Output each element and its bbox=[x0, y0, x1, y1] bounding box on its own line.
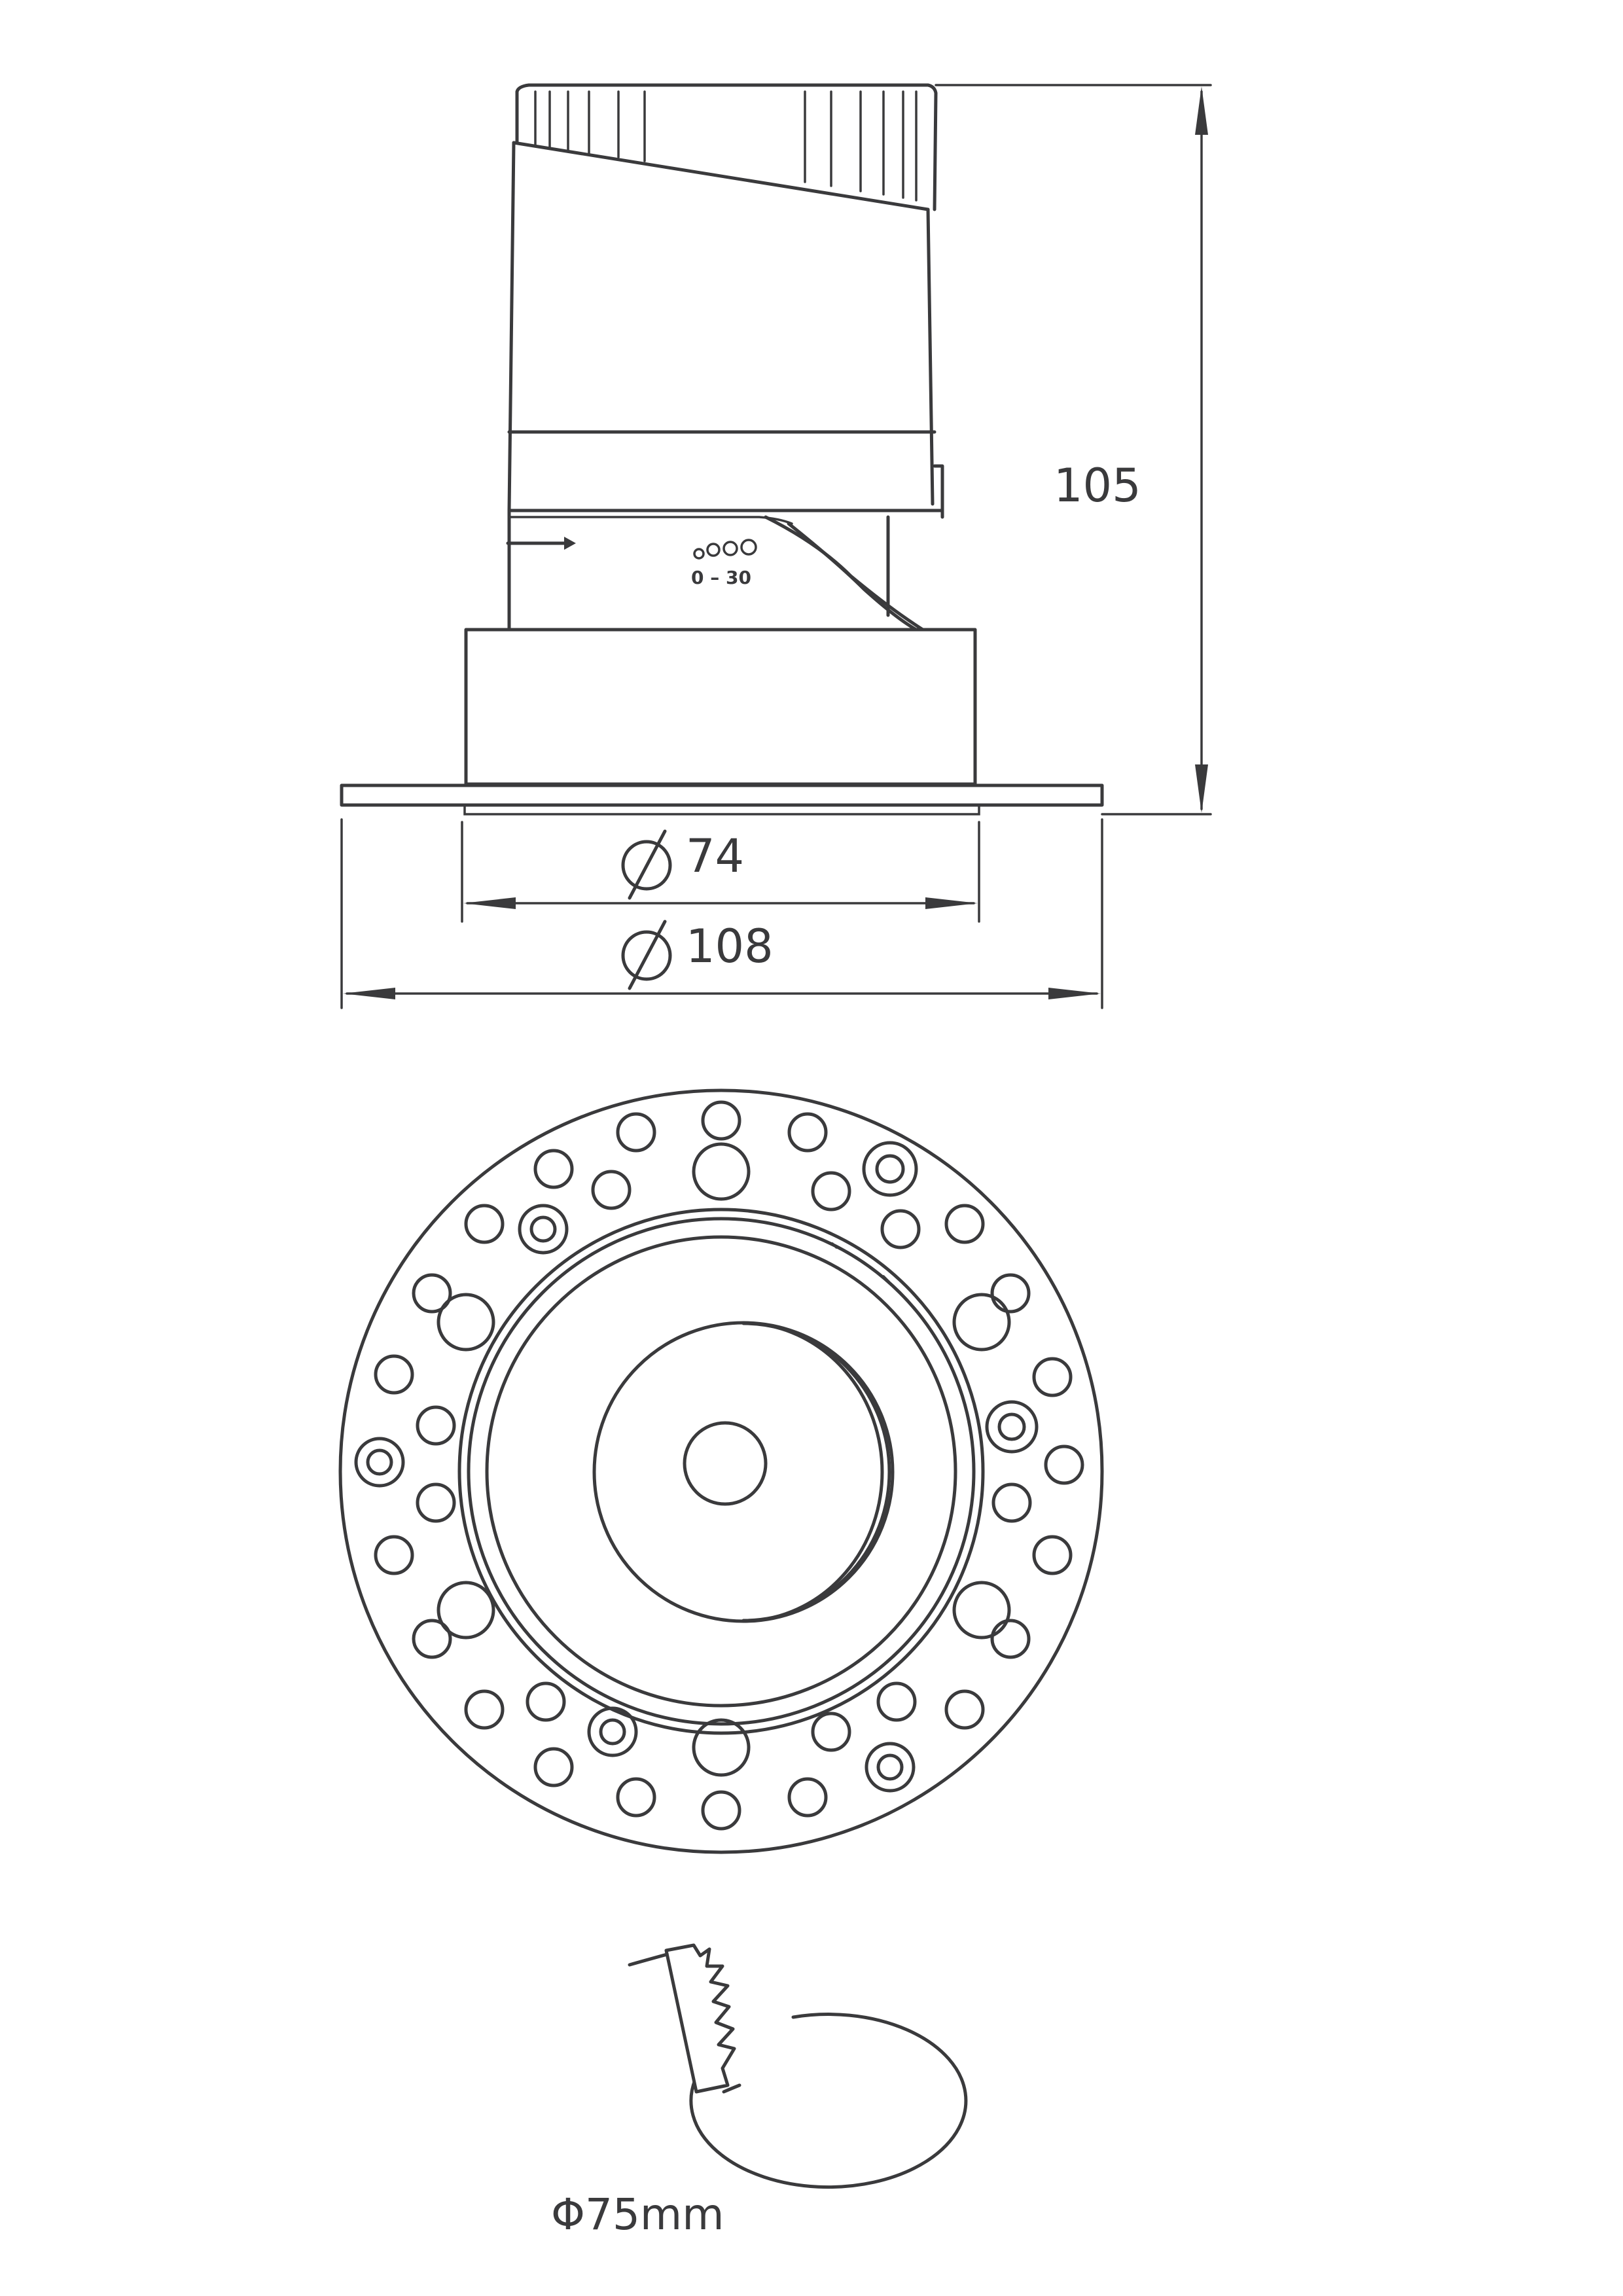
heatsink-cap bbox=[515, 83, 938, 211]
mounting-hole bbox=[990, 1619, 1031, 1659]
mounting-hole bbox=[587, 1706, 638, 1757]
reflector-ring bbox=[485, 1235, 957, 1708]
side-view: 0 – 30 105 bbox=[340, 83, 1212, 1009]
tilt-neck bbox=[507, 509, 925, 632]
mounting-hole bbox=[533, 1149, 574, 1189]
mounting-hole bbox=[985, 1400, 1039, 1454]
mounting-hole bbox=[374, 1354, 414, 1395]
diameter-symbol-icon bbox=[621, 920, 672, 990]
mounting-hole bbox=[990, 1273, 1031, 1314]
mounting-hole-inner bbox=[599, 1718, 626, 1746]
mounting-hole bbox=[437, 1581, 495, 1640]
mounting-hole bbox=[811, 1712, 851, 1752]
trim-inner-ring bbox=[467, 1217, 976, 1726]
inner-diameter-dimension: 74 bbox=[461, 821, 980, 923]
mounting-hole bbox=[787, 1777, 828, 1818]
mounting-hole bbox=[464, 1689, 505, 1730]
mounting-hole-inner bbox=[875, 1154, 905, 1184]
outer-diameter-label: 108 bbox=[686, 920, 774, 973]
mounting-hole bbox=[862, 1141, 918, 1197]
mounting-hole bbox=[416, 1482, 456, 1523]
mounting-hole bbox=[518, 1204, 569, 1255]
mounting-hole bbox=[464, 1204, 505, 1244]
mounting-hole bbox=[880, 1209, 921, 1249]
mounting-hole bbox=[701, 1100, 741, 1141]
mounting-hole bbox=[944, 1204, 985, 1244]
mounting-hole bbox=[811, 1171, 851, 1211]
tilt-marks bbox=[831, 1242, 890, 1283]
height-dimension: 105 bbox=[935, 84, 1212, 816]
inner-diameter-label: 74 bbox=[686, 829, 744, 883]
mounting-hole bbox=[533, 1747, 574, 1787]
mounting-hole bbox=[1044, 1444, 1084, 1485]
mounting-hole bbox=[526, 1681, 566, 1722]
mounting-hole bbox=[412, 1273, 452, 1314]
front-view bbox=[338, 1088, 1104, 1854]
mounting-hole-inner bbox=[529, 1215, 557, 1243]
mounting-hole bbox=[591, 1170, 632, 1210]
tilt-range-label: 0 – 30 bbox=[691, 567, 751, 588]
mounting-hole bbox=[944, 1689, 985, 1730]
mounting-hole bbox=[865, 1742, 916, 1793]
mounting-hole bbox=[876, 1681, 917, 1722]
mounting-hole-inner bbox=[366, 1448, 393, 1476]
trim-housing bbox=[464, 628, 977, 786]
mounting-hole bbox=[374, 1535, 414, 1575]
mounting-hole bbox=[991, 1482, 1032, 1523]
mounting-hole bbox=[952, 1581, 1011, 1640]
mounting-hole-inner bbox=[876, 1753, 904, 1781]
mounting-hole bbox=[787, 1112, 828, 1153]
led-module bbox=[592, 1321, 895, 1623]
mounting-hole bbox=[692, 1142, 751, 1201]
height-dimension-label: 105 bbox=[1054, 459, 1141, 512]
mounting-hole bbox=[701, 1790, 741, 1831]
tilt-dots-icon bbox=[693, 539, 757, 560]
mounting-hole bbox=[616, 1112, 656, 1153]
mounting-hole bbox=[416, 1405, 456, 1446]
mounting-hole bbox=[692, 1718, 751, 1777]
diameter-symbol-icon bbox=[621, 829, 672, 900]
flange-plate bbox=[340, 783, 1104, 816]
outer-diameter-dimension: 108 bbox=[340, 818, 1103, 1009]
lens-circle bbox=[683, 1421, 768, 1506]
driver-body bbox=[507, 141, 944, 525]
cutout-label: Φ75mm bbox=[551, 2189, 724, 2240]
mounting-hole bbox=[437, 1293, 495, 1352]
tilt-indicator: 0 – 30 bbox=[506, 537, 757, 588]
mounting-hole bbox=[412, 1619, 452, 1659]
outer-flange-circle bbox=[338, 1088, 1104, 1854]
mounting-hole bbox=[952, 1293, 1011, 1352]
mounting-hole-inner bbox=[997, 1412, 1026, 1441]
flange-holes bbox=[354, 1100, 1084, 1831]
mounting-hole bbox=[354, 1437, 405, 1488]
cutout-saw-icon: Φ75mm bbox=[551, 1943, 968, 2240]
trim-outer-ring bbox=[457, 1208, 985, 1735]
mounting-hole bbox=[1032, 1535, 1073, 1575]
mounting-hole bbox=[616, 1777, 656, 1818]
mounting-hole bbox=[1032, 1357, 1073, 1397]
